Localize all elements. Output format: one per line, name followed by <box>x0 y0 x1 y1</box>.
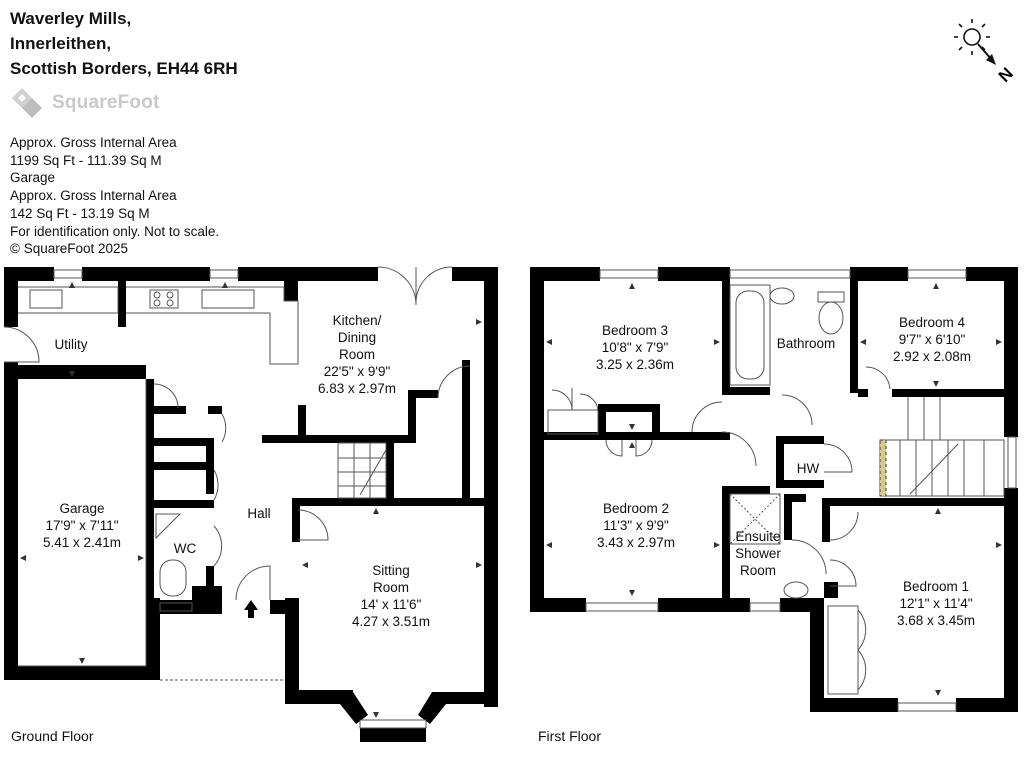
room-ensuite: Ensuite Shower Room <box>735 528 781 579</box>
area-line-1: Approx. Gross Internal Area <box>10 135 177 150</box>
room-ensuite-name-3: Room <box>739 563 776 578</box>
room-bedroom-3-metric: 3.25 x 2.36m <box>595 357 675 372</box>
room-utility: Utility <box>55 336 88 353</box>
room-hall-name: Hall <box>247 506 271 521</box>
room-sitting-imperial: 14' x 11'6" <box>360 597 422 612</box>
room-hw: HW <box>797 460 820 477</box>
dimension-arrows <box>20 282 1002 718</box>
room-bedroom-2-name: Bedroom 2 <box>602 501 670 516</box>
first-floor-label: First Floor <box>538 728 601 744</box>
room-kitchen-imperial: 22'5" x 9'9" <box>323 364 391 379</box>
area-line-2: 1199 Sq Ft - 111.39 Sq M <box>10 152 162 168</box>
room-garage: Garage 17'9" x 7'11" 5.41 x 2.41m <box>43 500 121 551</box>
room-ensuite-name-2: Shower <box>735 546 781 561</box>
entrance-arrow-icon <box>244 600 258 618</box>
room-ensuite-name-1: Ensuite <box>735 529 781 544</box>
address-line-2: Innerleithen, <box>10 34 112 53</box>
room-bedroom-2-imperial: 11'3" x 9'9" <box>603 518 669 533</box>
room-bedroom-3: Bedroom 3 10'8" x 7'9" 3.25 x 2.36m <box>596 322 674 373</box>
room-wc: WC <box>174 540 197 557</box>
room-garage-name: Garage <box>59 501 105 516</box>
room-garage-metric: 5.41 x 2.41m <box>42 535 122 550</box>
room-bathroom-name: Bathroom <box>776 336 836 351</box>
room-bedroom-4-metric: 2.92 x 2.08m <box>892 349 972 364</box>
room-utility-name: Utility <box>54 337 88 352</box>
address-line-3: Scottish Borders, EH44 6RH <box>10 59 238 78</box>
area-line-5: 142 Sq Ft - 13.19 Sq M <box>10 205 150 221</box>
room-kitchen-name-1: Kitchen/ <box>332 313 382 328</box>
room-bedroom-4-name: Bedroom 4 <box>898 315 966 330</box>
north-arrow-icon <box>977 43 996 65</box>
property-address: Waverley Mills, Innerleithen, Scottish B… <box>10 6 238 81</box>
ground-floor-label: Ground Floor <box>11 728 94 744</box>
room-kitchen-name-3: Room <box>338 347 376 362</box>
room-bathroom: Bathroom <box>777 335 836 352</box>
area-info: Approx. Gross Internal Area 1199 Sq Ft -… <box>10 134 219 258</box>
room-garage-imperial: 17'9" x 7'11" <box>45 518 119 533</box>
area-line-7: © SquareFoot 2025 <box>10 241 129 257</box>
room-sitting-name-1: Sitting <box>372 563 410 578</box>
room-kitchen-name-2: Dining <box>337 330 377 345</box>
room-sitting-metric: 4.27 x 3.51m <box>351 614 431 629</box>
room-kitchen-dining: Kitchen/ Dining Room 22'5" x 9'9" 6.83 x… <box>318 312 396 397</box>
room-bedroom-3-name: Bedroom 3 <box>601 323 669 338</box>
brand-name: SquareFoot <box>52 92 160 113</box>
area-line-3: Garage <box>10 170 56 186</box>
compass: N <box>954 19 1017 86</box>
room-bedroom-2: Bedroom 2 11'3" x 9'9" 3.43 x 2.97m <box>597 500 675 551</box>
windows-and-fixtures <box>3 266 1017 729</box>
address-line-1: Waverley Mills, <box>10 9 132 28</box>
room-bedroom-2-metric: 3.43 x 2.97m <box>596 535 676 550</box>
room-bedroom-3-imperial: 10'8" x 7'9" <box>601 340 669 355</box>
squarefoot-logo-icon <box>12 88 42 118</box>
room-bedroom-1-imperial: 12'1" x 11'4" <box>899 596 973 611</box>
room-sitting-name-2: Room <box>372 580 410 595</box>
room-bedroom-4: Bedroom 4 9'7" x 6'10" 2.92 x 2.08m <box>893 314 971 365</box>
sun-icon <box>954 19 990 55</box>
area-line-4: Approx. Gross Internal Area <box>10 188 177 204</box>
room-kitchen-metric: 6.83 x 2.97m <box>317 381 397 396</box>
room-bedroom-1-metric: 3.68 x 3.45m <box>896 613 976 628</box>
squarefoot-logo: SquareFoot <box>10 86 160 120</box>
room-sitting: Sitting Room 14' x 11'6" 4.27 x 3.51m <box>352 562 430 630</box>
room-hall: Hall <box>247 505 270 522</box>
walls <box>4 267 1018 742</box>
area-line-6: For identification only. Not to scale. <box>10 223 220 239</box>
room-bedroom-1: Bedroom 1 12'1" x 11'4" 3.68 x 3.45m <box>897 578 975 629</box>
room-wc-name: WC <box>173 541 197 556</box>
room-bedroom-4-imperial: 9'7" x 6'10" <box>898 332 966 347</box>
room-hw-name: HW <box>796 461 820 476</box>
room-bedroom-1-name: Bedroom 1 <box>902 579 970 594</box>
